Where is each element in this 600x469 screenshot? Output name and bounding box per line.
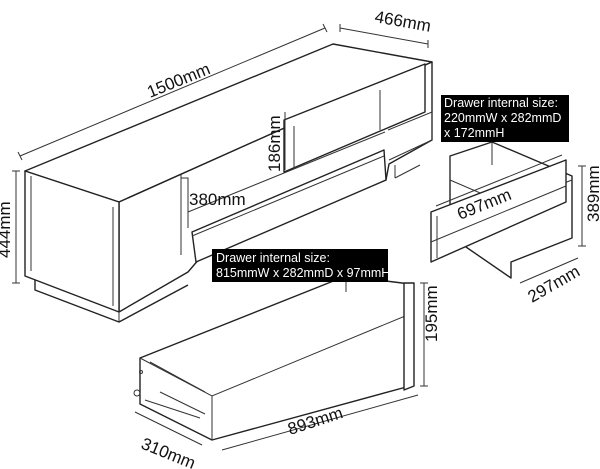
- large-drawer-body: [139, 275, 411, 441]
- upper-drawer-front: [283, 63, 426, 173]
- large-drawer-internal-size-label: Drawer internal size: 815mmW x 282mmD x …: [212, 249, 390, 282]
- dim-depth: 466mm: [373, 7, 432, 36]
- large-drawer: [133, 275, 428, 451]
- dim-small-drawer-height: 389mm: [584, 165, 600, 222]
- small-drawer-internal-size-label: Drawer internal size: 220mmW x 282mmD x …: [441, 95, 569, 142]
- small-drawer-label-line2: 220mmW x 282mmD: [444, 111, 561, 125]
- small-drawer: [430, 141, 586, 284]
- small-drawer-label-line1: Drawer internal size:: [444, 96, 558, 110]
- lower-right-drawer: [387, 111, 433, 161]
- main-cabinet: [24, 43, 433, 323]
- dim-drawer-front-height: 186mm: [265, 115, 284, 172]
- open-compartment: [181, 131, 386, 213]
- small-drawer-label-line3: x 172mmH: [444, 126, 504, 140]
- dim-length: 1500mm: [144, 59, 212, 101]
- large-drawer-front: [403, 282, 415, 391]
- dim-large-drawer-depth: 310mm: [139, 434, 199, 469]
- dim-height: 444mm: [0, 201, 14, 258]
- main-cabinet-dimensions: [12, 23, 429, 284]
- cabinet-plinth: [34, 280, 189, 323]
- small-drawer-front: [430, 159, 567, 263]
- centre-drawer-front: [191, 149, 387, 263]
- drawer-knob: [133, 389, 141, 397]
- large-drawer-label-line2: 815mmW x 282mmD x 97mmH: [216, 266, 390, 280]
- large-drawer-label-line1: Drawer internal size:: [216, 251, 330, 265]
- dim-large-drawer-height: 195mm: [422, 285, 441, 342]
- dim-compartment-width: 380mm: [189, 190, 246, 209]
